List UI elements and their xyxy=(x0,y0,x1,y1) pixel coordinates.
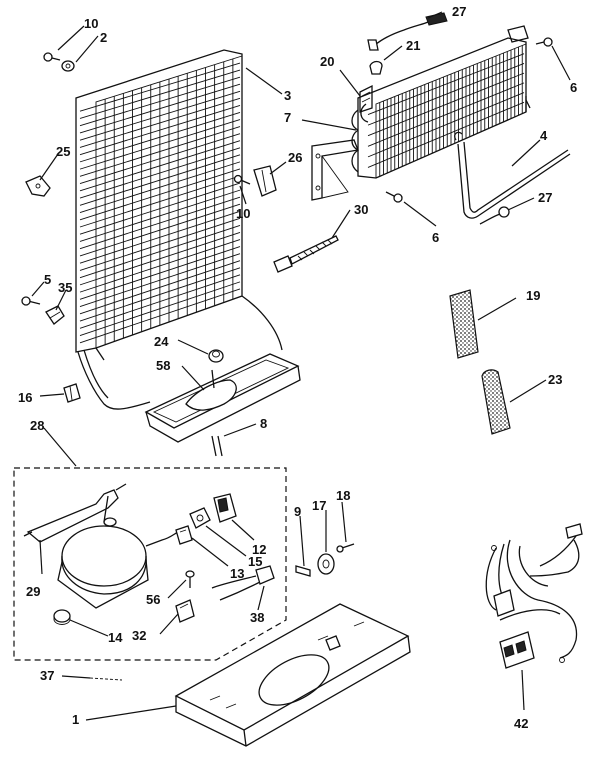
screw-top-left xyxy=(43,52,75,72)
wire-harness-42 xyxy=(485,523,583,669)
callout: 32 xyxy=(132,628,146,643)
screw-middle xyxy=(385,191,403,203)
callout: 7 xyxy=(284,110,291,125)
callout: 1 xyxy=(72,712,79,727)
screw-56 xyxy=(185,570,195,588)
clip-part-35 xyxy=(45,305,65,325)
base-pan xyxy=(174,603,411,747)
callout: 24 xyxy=(154,334,169,349)
drain-tube-8 xyxy=(211,435,223,457)
cover-12 xyxy=(213,493,237,523)
callout: 25 xyxy=(56,144,70,159)
condenser-coil xyxy=(75,49,283,410)
callout: 16 xyxy=(18,390,32,405)
callout: 29 xyxy=(26,584,40,599)
callout: 13 xyxy=(230,566,244,581)
thermistor-wire-lower xyxy=(479,206,510,225)
filter-dryer-29 xyxy=(23,483,127,543)
callout: 58 xyxy=(156,358,170,373)
screw-18 xyxy=(336,543,355,553)
bracket-26 xyxy=(253,165,277,197)
grommet-14 xyxy=(53,609,71,625)
callout: 28 xyxy=(30,418,44,433)
fan-motor-17 xyxy=(317,553,335,575)
callout: 20 xyxy=(320,54,334,69)
callout: 18 xyxy=(336,488,350,503)
callout: 26 xyxy=(288,150,302,165)
callout: 35 xyxy=(58,280,72,295)
clip-part xyxy=(369,60,383,75)
foam-pad-19 xyxy=(449,289,479,359)
callout: 56 xyxy=(146,592,160,607)
callout: 37 xyxy=(40,668,54,683)
callout: 4 xyxy=(540,128,548,143)
callout: 21 xyxy=(406,38,420,53)
callout: 8 xyxy=(260,416,267,431)
defrost-heater-tube xyxy=(454,131,571,219)
screw-right xyxy=(535,37,553,47)
callout-labels: 10 2 27 3 20 21 6 7 25 26 10 4 27 6 30 5… xyxy=(18,4,577,731)
callout: 10 xyxy=(236,206,250,221)
capacitor-32 xyxy=(175,599,195,623)
callout: 30 xyxy=(354,202,368,217)
bracket-part xyxy=(25,175,51,197)
callout: 42 xyxy=(514,716,528,731)
drain-pan xyxy=(144,353,301,443)
callout: 17 xyxy=(312,498,326,513)
clip-part-16 xyxy=(63,383,81,403)
callout: 15 xyxy=(248,554,262,569)
screw-37 xyxy=(89,677,123,681)
heater-part xyxy=(359,84,373,113)
screw-part-5 xyxy=(21,296,41,306)
callout: 5 xyxy=(44,272,51,287)
callout: 10 xyxy=(84,16,98,31)
screw-middle-left xyxy=(233,174,251,185)
part-9 xyxy=(295,565,311,577)
callout: 12 xyxy=(252,542,266,557)
callout: 6 xyxy=(570,80,577,95)
callout: 9 xyxy=(294,504,301,519)
heater-rod xyxy=(273,235,339,273)
callout: 27 xyxy=(538,190,552,205)
compressor-assembly-boundary xyxy=(13,467,287,661)
callout: 19 xyxy=(526,288,540,303)
grommet-24 xyxy=(208,349,224,363)
evaporator-coil xyxy=(311,25,531,201)
compressor xyxy=(57,495,179,609)
start-relay-15 xyxy=(189,507,211,529)
callout: 6 xyxy=(432,230,439,245)
callout: 27 xyxy=(452,4,466,19)
callout: 2 xyxy=(100,30,107,45)
callout: 14 xyxy=(108,630,123,645)
overload-relay-13 xyxy=(175,525,193,545)
foam-pad-23 xyxy=(481,369,511,435)
callout: 3 xyxy=(284,88,291,103)
terminal-block-38 xyxy=(211,565,275,601)
callout: 38 xyxy=(250,610,264,625)
leader-lines xyxy=(31,11,571,721)
callout: 23 xyxy=(548,372,562,387)
